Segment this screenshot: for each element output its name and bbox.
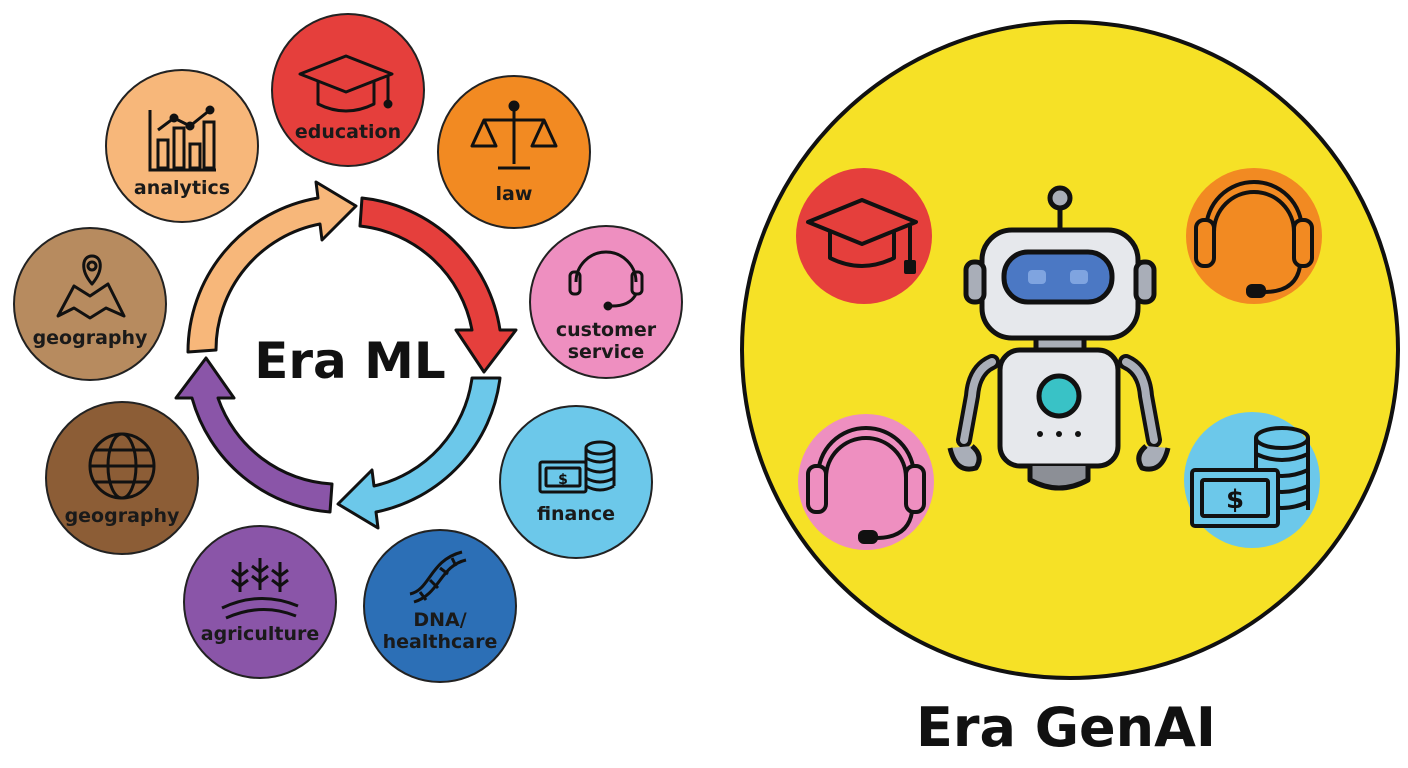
svg-text:$: $ [1226,485,1244,515]
wheat-field-icon [221,558,299,620]
label-finance: finance [537,503,615,525]
label-agriculture: agriculture [201,623,319,645]
node-law: law [437,75,591,229]
graduation-cap-icon [806,198,918,274]
label-education: education [295,121,401,143]
genai-education [796,168,932,304]
node-geography-map: geography [13,227,167,381]
headset-icon [1194,180,1314,298]
node-agriculture: agriculture [183,525,337,679]
bar-chart-icon [148,105,216,172]
label-law: law [496,183,533,205]
headset-icon [806,426,926,544]
map-pin-icon [56,254,126,320]
svg-text:$: $ [558,472,568,488]
genai-support [1186,168,1322,304]
label-customer: customer [556,319,657,341]
dna-icon [409,550,467,604]
scales-icon [470,100,558,170]
label-geography-globe: geography [65,505,180,527]
label-dna: DNA/ [413,609,466,631]
genai-customer-service [798,414,934,550]
genai-finance: $ [1184,412,1320,548]
node-dna-healthcare: DNA/ healthcare [363,529,517,683]
label-geography-map: geography [33,327,148,349]
arrow-orange [186,180,358,354]
robot-icon [947,185,1171,491]
arrow-red [358,196,518,374]
arrow-blue [336,376,502,530]
label-analytics: analytics [134,177,230,199]
genai-circle [740,20,1400,680]
era-ml-diagram: Era ML education law [13,13,683,683]
graduation-cap-icon [298,54,394,113]
globe-icon [88,432,156,500]
label-healthcare: healthcare [383,631,498,653]
arrow-purple [174,356,334,514]
node-customer-service: customer service [529,225,683,379]
money-coins-icon: $ [538,440,616,494]
era-ml-title: Era ML [254,332,446,390]
node-finance: $ finance [499,405,653,559]
label-service: service [568,341,645,363]
money-coins-icon: $ [1190,426,1310,528]
era-genai-title: Era GenAI [916,696,1216,759]
headset-icon [568,250,644,311]
node-geography-globe: geography [45,401,199,555]
node-education: education [271,13,425,167]
cycle-arrows [174,180,518,530]
node-analytics: analytics [105,69,259,223]
